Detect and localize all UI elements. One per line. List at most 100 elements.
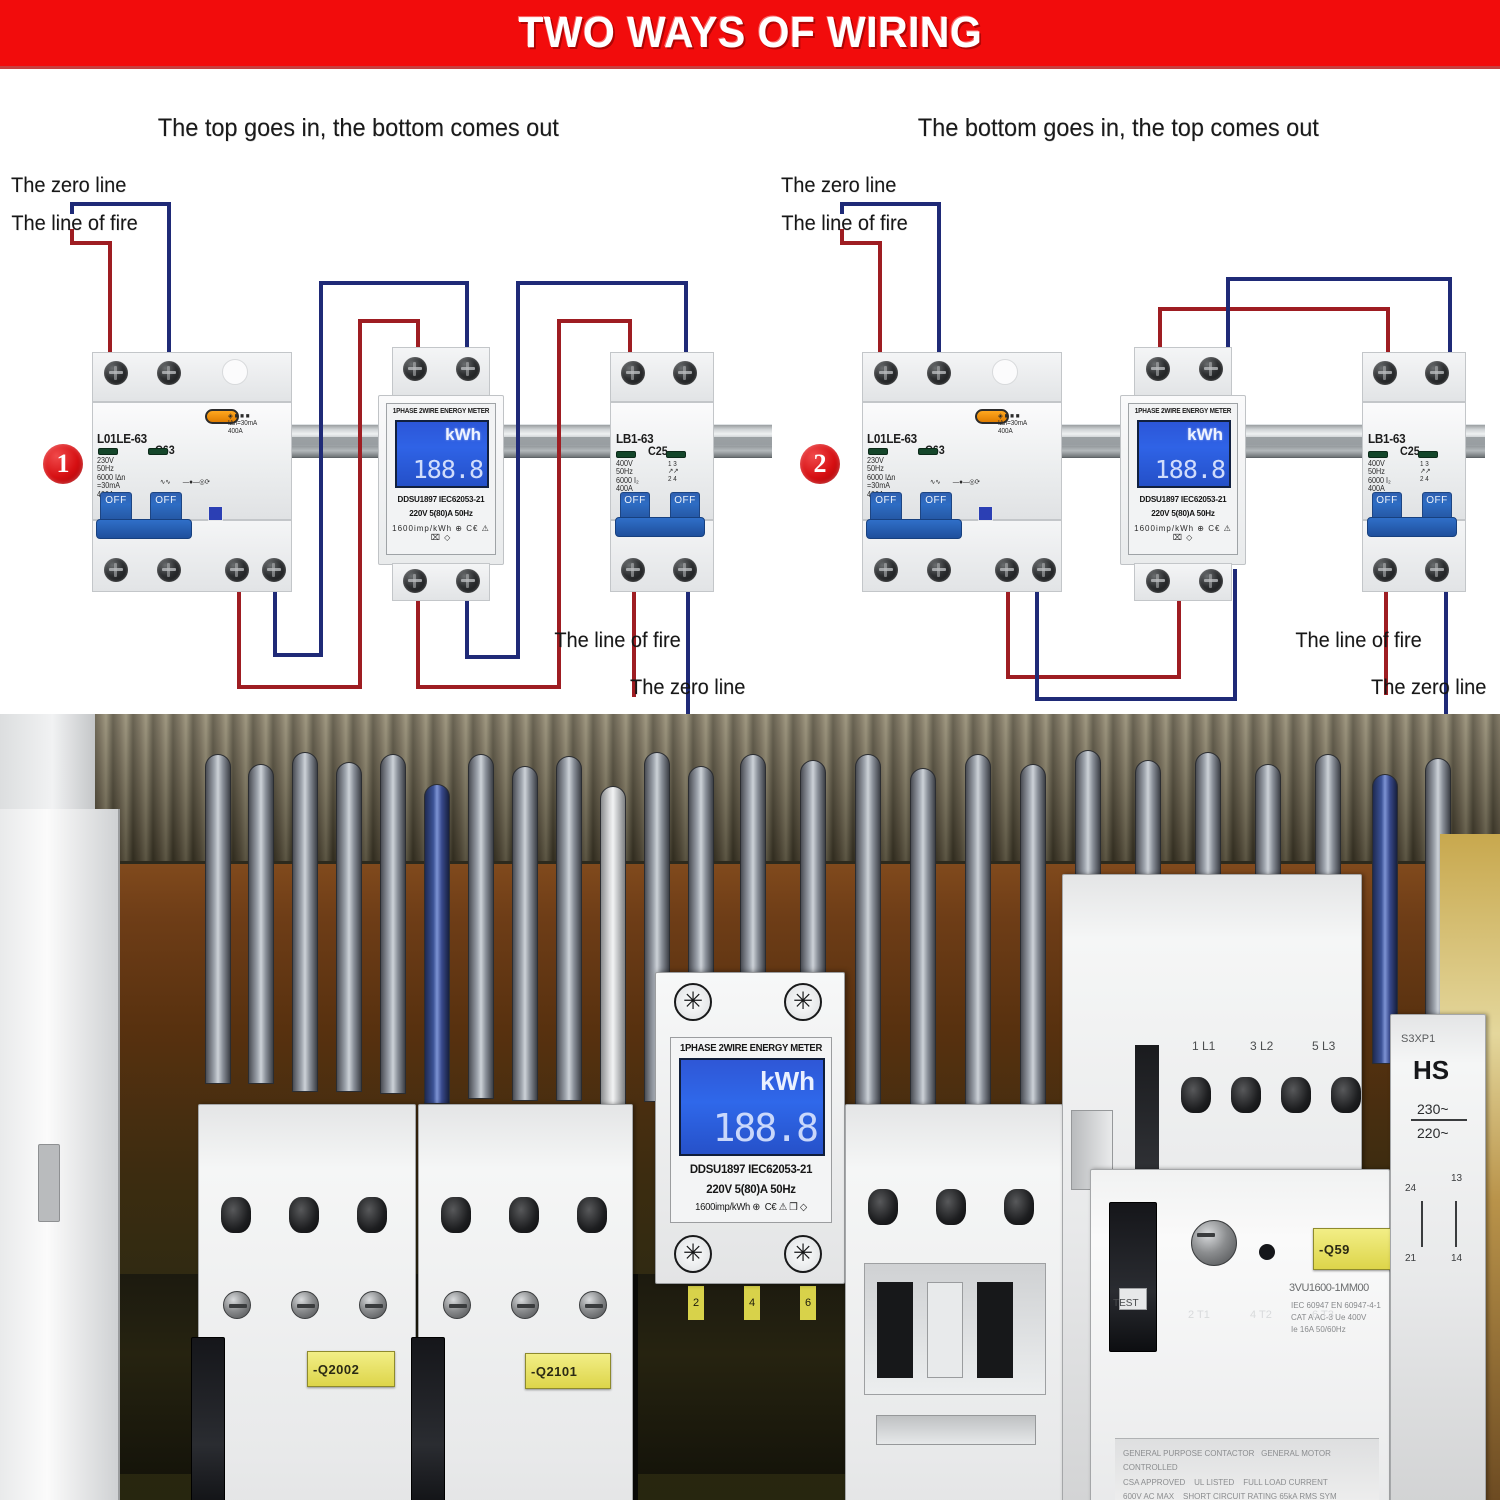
- meter-lcd: kWh 188.8: [395, 420, 489, 488]
- wire-2-r3: [1177, 569, 1181, 679]
- breaker-toggle-left[interactable]: OFF: [1372, 492, 1402, 520]
- photo-meter-lcd-unit: kWh: [760, 1066, 815, 1096]
- terminal-screw: [1373, 361, 1397, 385]
- adjust-dial[interactable]: [1191, 1220, 1237, 1266]
- terminal-screw: [104, 558, 128, 582]
- rcbo-toggle-right[interactable]: OFF: [150, 492, 182, 522]
- breaker-toggle-housing[interactable]: [864, 1263, 1046, 1395]
- wire-2-out-live: [1384, 587, 1388, 695]
- rcbo-toggle-left[interactable]: OFF: [870, 492, 902, 522]
- terminal-screw: [225, 558, 249, 582]
- wire-1-n-stub: [70, 206, 74, 214]
- wire-2-r1: [1006, 569, 1010, 679]
- wire-1-l-v1: [108, 241, 112, 353]
- breaker-circuit-symbol: 1 3↗↗2 4: [1420, 461, 1431, 483]
- indicator-window: [992, 359, 1018, 385]
- diagram-1-badge: 1: [43, 444, 83, 484]
- terminal-screw: [1032, 558, 1056, 582]
- reset-indicator[interactable]: [978, 506, 993, 521]
- breaker-toggle-bar[interactable]: [615, 517, 705, 537]
- photo-meter-cert-line: 1600imp/kWh ⊕ C€ ⚠ ❒ ◇: [695, 1202, 807, 1213]
- photo-meter-rating-line: 220V 5(80)A 50Hz: [706, 1182, 796, 1196]
- terminal-hole: [1181, 1077, 1211, 1113]
- panel-cable: [292, 752, 318, 1092]
- reset-indicator[interactable]: [208, 506, 223, 521]
- meter-model-line: DDSU1897 IEC62053-21: [397, 494, 485, 504]
- reset-button[interactable]: [1259, 1244, 1275, 1260]
- wire-1-b8: [465, 655, 520, 659]
- rcbo-toggle-left[interactable]: OFF: [100, 492, 132, 522]
- aux-voltage-2: 220~: [1417, 1125, 1449, 1141]
- terminal-hole: [1281, 1077, 1311, 1113]
- rcbo-toggle-bar[interactable]: [866, 519, 962, 539]
- wire-1-n-h1: [70, 202, 171, 206]
- terminal-screw: [1199, 357, 1223, 381]
- rcbo-circuit-symbol: ∿∿ —●—◎⟳: [930, 479, 980, 486]
- rcbo-model-label: L01LE-63: [867, 431, 917, 446]
- meter-rating-line: 220V 5(80)A 50Hz: [409, 508, 473, 518]
- test-button[interactable]: [975, 409, 1009, 424]
- breaker-model-label: LB1-63: [1368, 431, 1406, 446]
- indicator-window: [222, 359, 248, 385]
- module-lever[interactable]: [191, 1337, 225, 1500]
- contactor-module-1: -Q2002: [191, 1104, 416, 1500]
- breaker-toggle-right[interactable]: OFF: [1422, 492, 1452, 520]
- test-label: TEST: [1113, 1298, 1139, 1309]
- wire-1-b1: [273, 569, 277, 657]
- panel-cable: [380, 754, 406, 1094]
- terminal-number-tag: 2: [688, 1286, 704, 1320]
- wire-2-b4: [1226, 277, 1230, 359]
- breaker-toggle-left[interactable]: OFF: [620, 492, 650, 520]
- device-tag-q2101: -Q2101: [525, 1353, 611, 1389]
- wire-1-r6: [416, 569, 420, 689]
- photo-meter-model-line: DDSU1897 IEC62053-21: [689, 1162, 813, 1176]
- device-tag-q59: -Q59: [1313, 1228, 1401, 1270]
- photo-meter-header: 1PHASE 2WIRE ENERGY METER: [679, 1043, 823, 1054]
- wire-1-r4: [358, 319, 420, 323]
- terminal-screw: [927, 558, 951, 582]
- wire-1-r3: [358, 319, 362, 689]
- breaker-rocker[interactable]: [876, 1415, 1036, 1445]
- terminal-screw: [359, 1291, 387, 1319]
- manufacturer-logo-icon: [784, 1235, 822, 1273]
- wire-1-b10: [516, 281, 688, 285]
- contactor-terminal-t2: 4 T2: [1250, 1309, 1272, 1321]
- aux-terminal-13: 13: [1451, 1173, 1463, 1184]
- terminal-screw: [456, 569, 480, 593]
- wire-1-n-v1: [167, 202, 171, 352]
- panel-cable: [205, 754, 231, 1084]
- terminal-screw: [223, 1291, 251, 1319]
- terminal-screw: [291, 1291, 319, 1319]
- breaker-rating-label: C25: [648, 444, 668, 458]
- wire-1-b7: [465, 569, 469, 659]
- aux-hs-label: HS: [1413, 1055, 1450, 1085]
- panel-cable: [512, 766, 538, 1101]
- panel-photograph: 2 4 6 2 4 6 2 4 6 1 3 5 6 -Q2002: [0, 714, 1500, 1500]
- diagram-2-bottom-line-of-fire-label: The line of fire: [1295, 629, 1422, 652]
- diagram-1-bottom-zero-line-label: The zero line: [630, 676, 746, 699]
- rcbo-toggle-bar[interactable]: [96, 519, 192, 539]
- terminal-hole: [1231, 1077, 1261, 1113]
- module-lever[interactable]: [411, 1337, 445, 1500]
- terminal-screw: [673, 361, 697, 385]
- panel-cable: [248, 764, 274, 1084]
- contactor-terminal-l1: 1 L1: [1192, 1039, 1216, 1053]
- terminal-screw: [621, 361, 645, 385]
- panel-cable: [855, 754, 881, 1106]
- rcbo-toggle-right[interactable]: OFF: [920, 492, 952, 522]
- breaker-toggle-bar[interactable]: [1367, 517, 1457, 537]
- terminal-screw: [456, 357, 480, 381]
- wire-1-r9: [557, 319, 632, 323]
- rcbo-circuit-symbol: ∿∿ —●—◎⟳: [160, 479, 210, 486]
- diagram-2-bottom-zero-line-label: The zero line: [1371, 676, 1487, 699]
- contactor-module-2: -Q2101: [411, 1104, 633, 1500]
- module-lever[interactable]: [1109, 1202, 1157, 1352]
- aux-top-label: S3XP1: [1401, 1033, 1436, 1045]
- test-button[interactable]: [205, 409, 239, 424]
- terminal-hole: [509, 1197, 539, 1233]
- meter-header-text: 1PHASE 2WIRE ENERGY METER: [1134, 408, 1232, 415]
- test-slot[interactable]: [1119, 1288, 1147, 1310]
- breaker-toggle-right[interactable]: OFF: [670, 492, 700, 520]
